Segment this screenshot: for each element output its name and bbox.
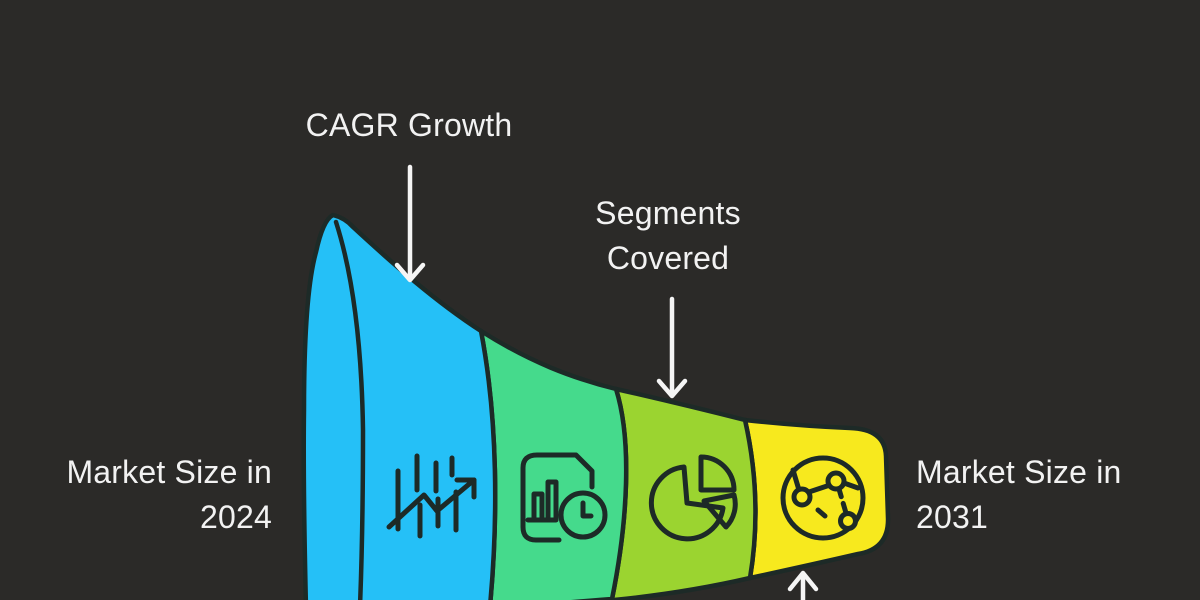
market-2024-line2: 2024 — [200, 499, 272, 535]
funnel-stage-blue — [301, 212, 498, 600]
clock-hands — [580, 500, 594, 519]
funnel-stage-green — [478, 328, 629, 600]
annotation-arrows — [394, 164, 819, 600]
market-2024-line1: Market Size in — [66, 454, 272, 490]
market-size-2024-label: Market Size in 2024 — [32, 450, 272, 540]
funnel — [301, 212, 891, 600]
market-2031-line1: Market Size in — [916, 454, 1122, 490]
segments-covered-line2: Covered — [606, 240, 730, 276]
segments-covered-label: Segments Covered — [595, 191, 741, 281]
funnel-stage-yellow — [742, 417, 891, 581]
stage-icons — [386, 452, 866, 543]
market-size-2031-label: Market Size in 2031 — [916, 450, 1122, 540]
cagr-growth-arrow-down — [394, 164, 426, 283]
market-2031-line2: 2031 — [916, 499, 988, 535]
segments-covered-arrow-down — [656, 296, 688, 399]
market-2031-arrow-up — [787, 570, 819, 600]
funnel-mouth-edge — [333, 219, 366, 600]
pie-chart-icon — [648, 454, 738, 542]
segments-covered-line1: Segments — [595, 195, 741, 231]
report-clock-icon — [520, 452, 608, 543]
cagr-growth-label: CAGR Growth — [305, 107, 513, 143]
globe-network-icon — [780, 455, 866, 541]
trend-chart-icon — [386, 453, 477, 539]
